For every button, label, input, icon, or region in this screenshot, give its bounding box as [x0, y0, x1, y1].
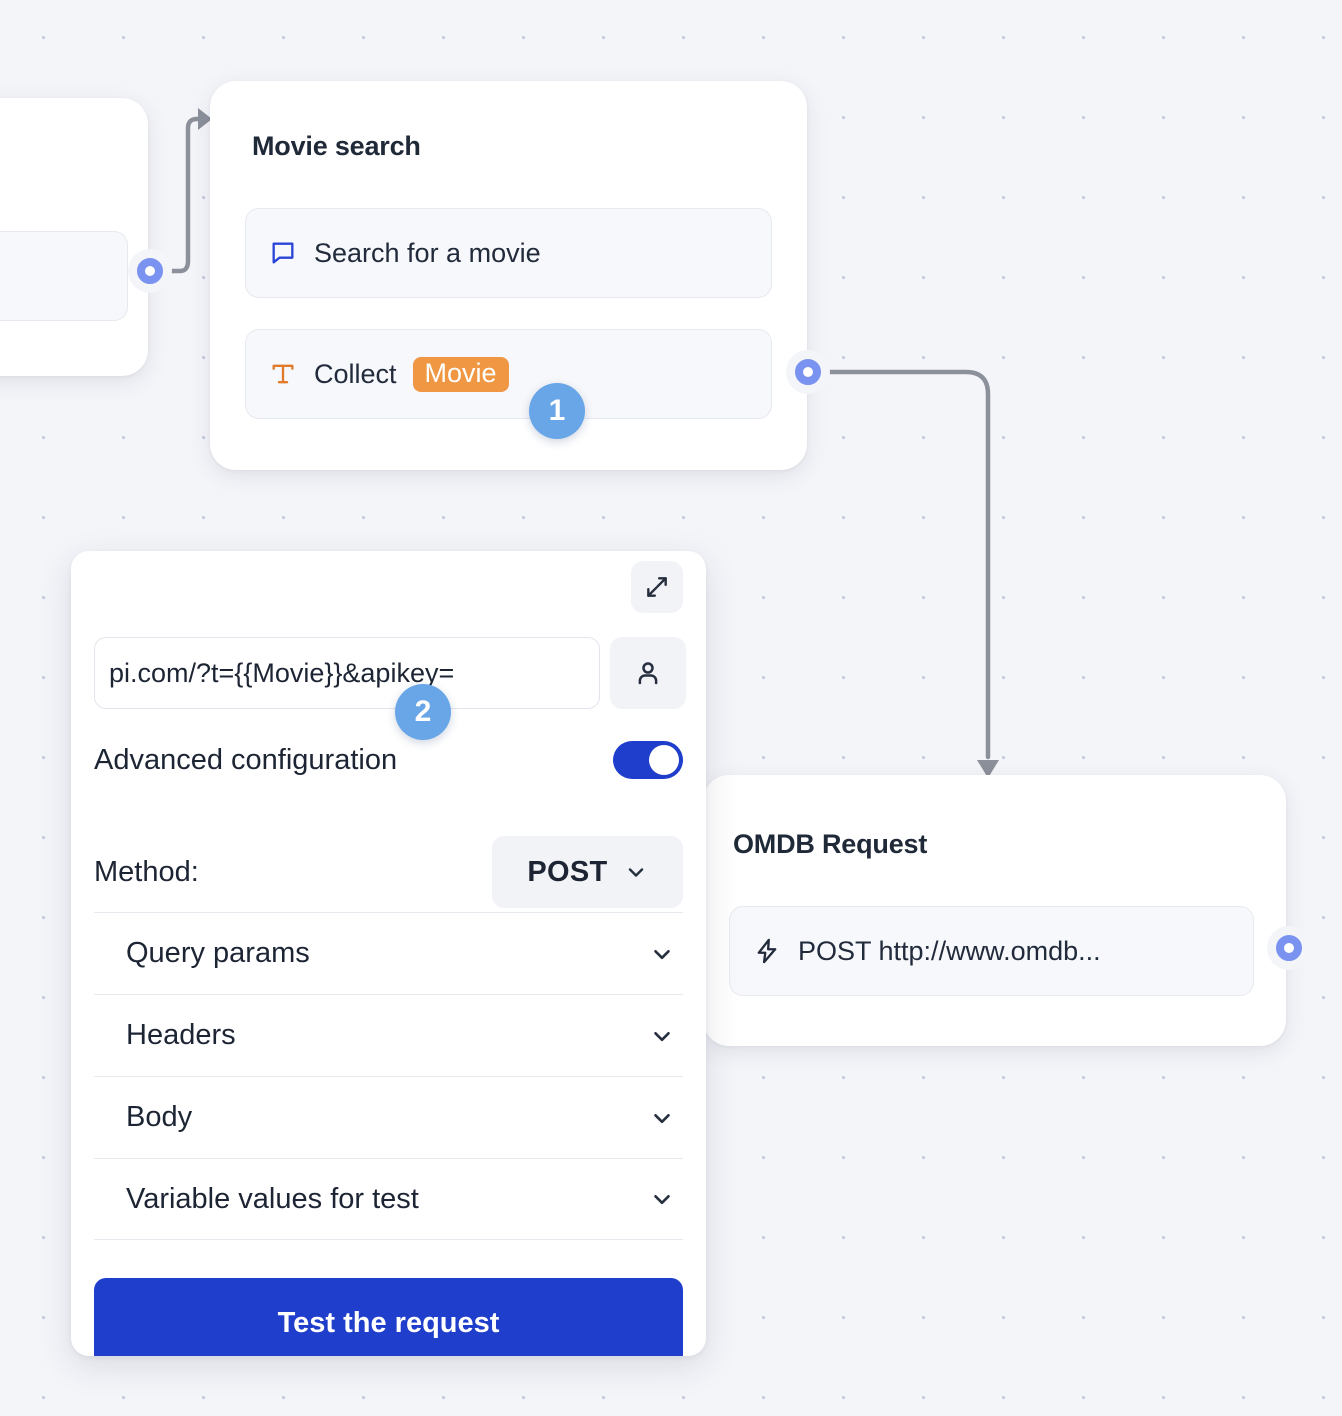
accordion-item-label: Query params	[126, 937, 310, 969]
node-omdb-request[interactable]: OMDB Request POST http://www.omdb...	[703, 775, 1286, 1046]
chat-bubble-icon	[268, 238, 298, 268]
advanced-configuration-label: Advanced configuration	[94, 743, 398, 776]
node-row-collect-movie[interactable]: Collect Movie	[245, 329, 772, 419]
accordion-item-query-params[interactable]: Query params	[94, 912, 683, 994]
step-badge-1: 1	[529, 383, 585, 439]
node-movie-search-title: Movie search	[252, 131, 421, 161]
request-url-input[interactable]	[94, 637, 600, 709]
chevron-down-icon	[649, 1186, 675, 1212]
accordion-item-variable-values-for-test[interactable]: Variable values for test	[94, 1158, 683, 1240]
accordion-item-headers[interactable]: Headers	[94, 994, 683, 1076]
node-row-search-for-a-movie[interactable]: Search for a movie	[245, 208, 772, 298]
accordion-item-label: Variable values for test	[126, 1182, 419, 1215]
variable-chip-movie[interactable]: Movie	[412, 356, 509, 392]
node-row-label: Collect	[314, 358, 397, 389]
method-row: Method: POST	[94, 836, 683, 908]
node-row-label: POST http://www.omdb...	[798, 935, 1101, 966]
step-badge-2: 2	[395, 684, 451, 740]
lightning-bolt-icon	[752, 936, 782, 966]
accordion-item-label: Headers	[126, 1019, 236, 1051]
chevron-down-icon	[649, 1023, 675, 1049]
text-type-icon	[268, 359, 298, 389]
method-selected-value: POST	[527, 855, 608, 888]
advanced-configuration-toggle[interactable]	[613, 741, 683, 779]
advanced-configuration-row: Advanced configuration	[94, 741, 683, 779]
node-left-partial-row[interactable]	[0, 231, 128, 321]
config-sections-accordion: Query params Headers Body	[94, 912, 683, 1240]
node-movie-search[interactable]: Movie search Search for a movie Collect …	[210, 81, 807, 470]
accordion-item-body[interactable]: Body	[94, 1076, 683, 1158]
expand-diagonal-icon	[644, 574, 670, 600]
chevron-down-icon	[624, 860, 648, 884]
node-row-label: Search for a movie	[314, 237, 541, 268]
method-label: Method:	[94, 855, 199, 888]
test-the-request-button[interactable]: Test the request	[94, 1278, 683, 1356]
connection-port-movie-search-output[interactable]	[786, 350, 830, 394]
connection-port-omdb-output[interactable]	[1267, 926, 1311, 970]
node-omdb-request-title: OMDB Request	[733, 829, 928, 859]
node-left-partial[interactable]	[0, 98, 148, 376]
node-row-omdb-post-request[interactable]: POST http://www.omdb...	[729, 906, 1254, 996]
chevron-down-icon	[649, 941, 675, 967]
expand-panel-button[interactable]	[631, 561, 683, 613]
person-icon	[633, 658, 663, 688]
request-config-panel: Advanced configuration Method: POST Quer…	[71, 551, 706, 1356]
accordion-item-label: Body	[126, 1101, 193, 1133]
url-row	[94, 637, 686, 709]
method-select[interactable]: POST	[492, 836, 683, 908]
connection-port-left-node-output[interactable]	[128, 249, 172, 293]
identity-button[interactable]	[610, 637, 686, 709]
chevron-down-icon	[649, 1105, 675, 1131]
